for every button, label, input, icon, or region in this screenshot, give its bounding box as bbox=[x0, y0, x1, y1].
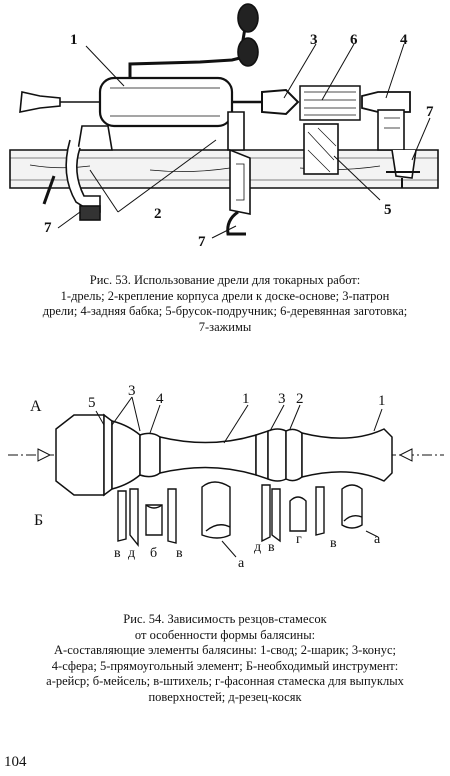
page-number: 104 bbox=[4, 754, 27, 770]
row-label-B: Б bbox=[34, 512, 43, 529]
callout-arch: 1 bbox=[378, 393, 386, 409]
callout-tool-v: в bbox=[114, 546, 121, 561]
callout-tool-d: д bbox=[254, 540, 261, 555]
caption-53-line: 1-дрель; 2-крепление корпуса дрели к дос… bbox=[60, 288, 390, 303]
caption-54-title: Рис. 54. Зависимость резцов-стамесок bbox=[123, 612, 327, 626]
callout-cone: 3 bbox=[278, 391, 286, 407]
callout-tailstock: 4 bbox=[400, 32, 408, 48]
tool-chisel-v bbox=[271, 488, 281, 543]
callout-drill: 1 bbox=[70, 32, 78, 48]
callout-ball: 2 bbox=[296, 391, 304, 407]
callout-tool-a: а bbox=[374, 532, 381, 547]
tailstock bbox=[361, 91, 411, 113]
figure-53-drill-lathe: 1 3 6 4 7 7 2 7 5 bbox=[0, 0, 450, 270]
callout-mount: 2 bbox=[154, 206, 162, 222]
tool-reiser-a bbox=[201, 481, 231, 539]
caption-54-line: поверхностей; д-резец-косяк bbox=[148, 689, 302, 704]
callout-rect-element: 5 bbox=[88, 395, 96, 411]
figure-54-baluster: А Б 5 3 4 1 3 2 1 bbox=[0, 383, 450, 610]
callout-tool-v: в bbox=[176, 546, 183, 561]
baluster-illustration: А Б 5 3 4 1 3 2 1 bbox=[8, 383, 444, 571]
callout-bottom-clamp: 7 bbox=[198, 234, 206, 250]
drill-mount bbox=[77, 125, 113, 151]
tool-skew-d bbox=[129, 488, 139, 547]
tool-chisel-v bbox=[117, 490, 127, 542]
tool-chisel-v bbox=[315, 486, 325, 536]
drill-body bbox=[98, 76, 234, 128]
callout-sphere: 4 bbox=[156, 391, 164, 407]
callout-left-clamp: 7 bbox=[44, 220, 52, 236]
caption-53-title: Рис. 53. Использование дрели для токарны… bbox=[89, 273, 361, 287]
row-label-A: А bbox=[30, 398, 42, 415]
callout-tool-v: в bbox=[268, 540, 275, 555]
caption-53-line: дрели; 4-задняя бабка; 5-брусок-подручни… bbox=[42, 304, 408, 318]
drill-side-handle bbox=[19, 91, 61, 113]
figure-53-caption: Рис. 53. Использование дрели для токарны… bbox=[8, 273, 442, 335]
callout-arch: 1 bbox=[242, 391, 250, 407]
crank-knob bbox=[237, 3, 259, 33]
caption-54-line: А-составляющие элементы балясины: 1-свод… bbox=[54, 643, 396, 657]
caption-54-line: 4-сфера; 5-прямоугольный элемент; Б-необ… bbox=[51, 658, 399, 673]
callout-tool-a: а bbox=[238, 556, 245, 571]
right-clamp bbox=[391, 149, 417, 179]
callout-tool-rest: 5 bbox=[384, 202, 392, 218]
drill-mount-bracket bbox=[227, 111, 245, 151]
tool-reiser-a bbox=[341, 484, 363, 529]
bottom-clamp bbox=[229, 148, 251, 215]
callout-chuck: 3 bbox=[310, 32, 318, 48]
tool-convex-g bbox=[289, 496, 307, 532]
tools-row bbox=[117, 481, 363, 547]
caption-54-line: от особенности формы балясины: bbox=[134, 627, 316, 642]
figure-54-caption: Рис. 54. Зависимость резцов-стамесок от … bbox=[8, 612, 442, 705]
callout-workpiece: 6 bbox=[350, 32, 358, 48]
tool-meisel-b bbox=[145, 504, 163, 536]
tool-skew-d bbox=[261, 484, 271, 543]
callout-tool-b: б bbox=[150, 546, 157, 561]
callout-right-clamp: 7 bbox=[426, 104, 434, 120]
baluster-profile bbox=[55, 413, 393, 497]
callout-tool-v: в bbox=[330, 536, 337, 551]
caption-53-line: 7-зажимы bbox=[198, 319, 252, 334]
tool-rest-block bbox=[303, 123, 339, 175]
callout-cone: 3 bbox=[128, 385, 136, 399]
callout-tool-d: д bbox=[128, 546, 135, 561]
tool-chisel-v bbox=[167, 488, 177, 544]
drill-lathe-illustration: 1 3 6 4 7 7 2 7 5 bbox=[9, 3, 439, 250]
caption-54-line: а-рейср; б-мейсель; в-штихель; г-фасонна… bbox=[46, 674, 404, 688]
callout-tool-g: г bbox=[296, 532, 302, 547]
drill-chuck bbox=[261, 88, 300, 116]
drill-crank bbox=[128, 56, 241, 78]
